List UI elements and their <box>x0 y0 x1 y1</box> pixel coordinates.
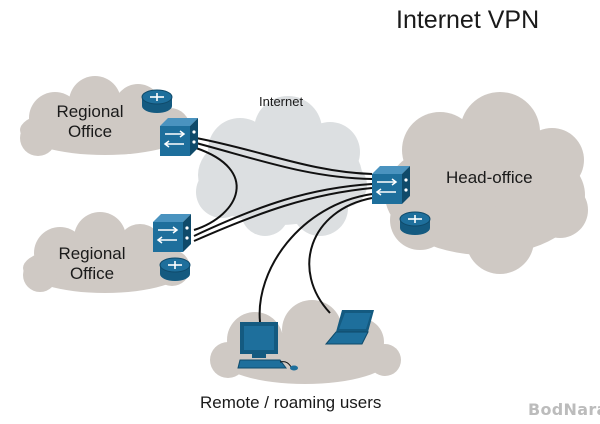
vpn-concentrator-icon <box>153 214 191 252</box>
head-office-cloud <box>385 92 588 274</box>
diagram-title: Internet VPN <box>396 6 540 34</box>
link-ro1-a <box>195 137 373 175</box>
link-remote-desktop <box>258 193 373 323</box>
regional-office-top-label: Regional Office <box>30 102 150 142</box>
regional-office-bottom-label: Regional Office <box>32 244 152 284</box>
link-ro1-c <box>193 147 238 231</box>
laptop-icon <box>324 310 374 345</box>
router-icon <box>141 89 173 113</box>
vpn-links <box>193 137 373 323</box>
vpn-concentrator-icon <box>160 118 198 156</box>
link-ro1-b <box>195 142 373 180</box>
regional-office-bottom-line1: Regional <box>58 244 126 263</box>
internet-label: Internet <box>259 94 304 109</box>
remote-users-label: Remote / roaming users <box>200 393 382 412</box>
regional-office-top-line2: Office <box>67 122 113 141</box>
watermark-logo: BodNara <box>528 400 600 419</box>
router-icon <box>399 211 431 235</box>
regional-office-top-line1: Regional <box>56 102 124 121</box>
desktop-computer-icon <box>237 322 298 371</box>
regional-office-top-cloud <box>20 76 190 156</box>
router-icon <box>159 257 191 281</box>
vpn-concentrator-icon <box>372 166 410 204</box>
link-ro2-a <box>193 183 373 237</box>
regional-office-bottom-line2: Office <box>69 264 115 283</box>
link-ro2-b <box>193 187 373 242</box>
link-remote-laptop <box>308 197 373 314</box>
head-office-label: Head-office <box>446 168 533 187</box>
